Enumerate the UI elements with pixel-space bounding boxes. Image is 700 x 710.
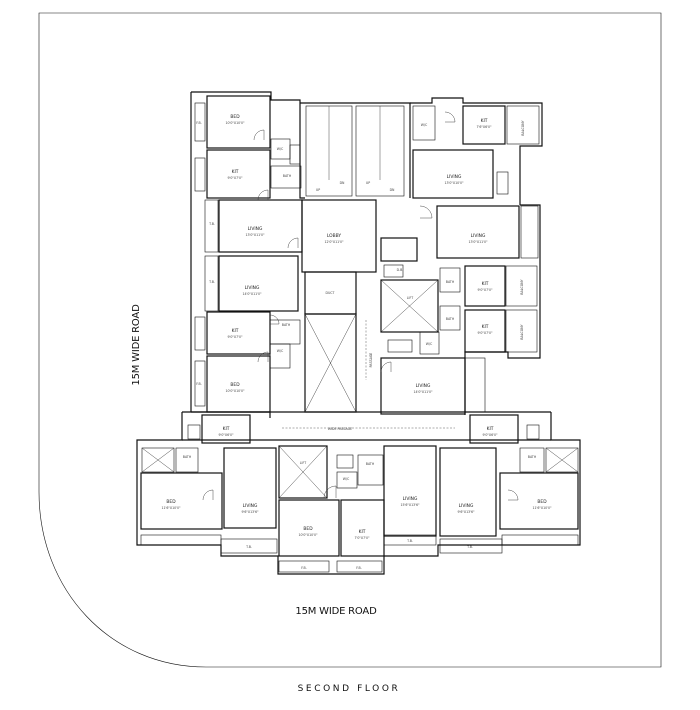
mark-fb-2: F.B.: [196, 382, 202, 386]
room-lift-2: LIFT: [300, 461, 306, 465]
room-living-e2-dim: 14'0"X11'0": [413, 390, 433, 394]
mark-up-1: UP: [316, 188, 320, 192]
mark-dn-1: DN: [340, 181, 345, 185]
room-living-w1-dim: 13'0"X11'0": [245, 233, 265, 237]
room-lobby-dim: 12'0"X11'0": [324, 240, 344, 244]
room-bed-sw: BED: [166, 499, 176, 505]
room-balcony-ne: BALCONY: [521, 120, 525, 135]
room-kit-nw: KIT: [232, 169, 239, 175]
room-kit-ne: KIT: [481, 118, 488, 124]
room-bath-sc: BATH: [366, 462, 375, 466]
mark-dn-2: DN: [390, 188, 395, 192]
room-kit-w2-dim: 9'0"X7'0": [228, 335, 244, 339]
room-bed-w2-dim: 10'0"X10'0": [225, 389, 245, 393]
room-wc-nw: W/C: [277, 147, 284, 151]
room-living-w2-dim: 14'0"X11'0": [242, 292, 262, 296]
room-bed-w2: BED: [230, 382, 240, 388]
road-label-bottom: 15M WIDE ROAD: [295, 606, 377, 617]
east-wings: [380, 105, 540, 415]
mark-tb-3: T.B.: [245, 545, 252, 549]
room-bed-sw-dim: 11'6"X10'0": [161, 506, 181, 510]
room-kit-se: KIT: [487, 426, 494, 432]
room-passage: WIDE PASSAGE: [328, 427, 352, 431]
room-kit-sw-dim: 9'0"X6'0": [219, 433, 235, 437]
room-bed-nw-dim: 10'0"X10'0": [225, 121, 245, 125]
room-kit-ne-dim: 7'6"X6'0": [477, 125, 493, 129]
mark-up-2: UP: [366, 181, 370, 185]
room-bath-e2: BATH: [446, 317, 455, 321]
room-wc-e: W/C: [426, 342, 433, 346]
room-bed-se: BED: [537, 499, 547, 505]
staircases: [305, 105, 405, 197]
south-block: [140, 414, 579, 573]
mark-fb-3: F.B.: [301, 566, 307, 570]
room-labels: BED 10'0"X10'0" KIT 9'0"X7'0" W/C BATH L…: [161, 114, 552, 570]
mark-tb-4: T.B.: [406, 539, 413, 543]
room-duct: DUCT: [326, 291, 335, 295]
room-passage-v: PASSAGE: [369, 353, 373, 368]
room-bath-sw: BATH: [183, 455, 192, 459]
mark-fb-1: F.B.: [196, 121, 202, 125]
room-kit-sc-dim: 7'0"X7'0": [355, 536, 371, 540]
room-living-e1: LIVING: [471, 233, 486, 239]
nw-wing: [194, 95, 303, 413]
room-lobby: LOBBY: [327, 233, 342, 239]
room-wc-w2: W/C: [277, 349, 284, 353]
room-kit-e2-dim: 9'0"X7'0": [478, 331, 494, 335]
lobby-core: [301, 199, 439, 413]
room-bath-w2: BATH: [282, 323, 291, 327]
room-lift-1: LIFT: [407, 296, 413, 300]
room-living-se: LIVING: [459, 503, 474, 509]
room-living-sc-dim: 15'6"X13'6": [400, 503, 420, 507]
room-bath-nw: BATH: [283, 174, 292, 178]
mark-db-1: D.B.: [397, 268, 404, 272]
room-bed-sc: BED: [303, 526, 313, 532]
room-bath-se: BATH: [528, 455, 537, 459]
mark-fb-4: F.B.: [356, 566, 362, 570]
mark-tb-1: T.B.: [208, 222, 215, 226]
building-outline: [136, 91, 581, 575]
room-living-sw: LIVING: [243, 503, 258, 509]
room-kit-e1-dim: 9'0"X7'0": [478, 288, 494, 292]
mark-tb-2: T.B.: [208, 280, 215, 284]
room-kit-se-dim: 9'0"X6'0": [483, 433, 499, 437]
mark-tb-5: T.B.: [466, 545, 473, 549]
room-wc-ne: W/C: [421, 123, 428, 127]
room-bed-sc-dim: 10'0"X10'0": [298, 533, 318, 537]
room-balcony-e1: BALCONY: [520, 279, 524, 294]
room-living-e2: LIVING: [416, 383, 431, 389]
room-kit-e2: KIT: [482, 324, 489, 330]
site-boundary: [38, 12, 662, 668]
room-living-se-dim: 9'6"X13'6": [457, 510, 475, 514]
room-kit-e1: KIT: [482, 281, 489, 287]
room-living-ne: LIVING: [447, 174, 462, 180]
room-living-w1: LIVING: [248, 226, 263, 232]
room-kit-sw: KIT: [223, 426, 230, 432]
floor-title: SECOND FLOOR: [298, 684, 401, 694]
room-balcony-e2: BALCONY: [520, 324, 524, 339]
room-bed-nw: BED: [230, 114, 240, 120]
room-bath-e1: BATH: [446, 280, 455, 284]
room-bed-se-dim: 11'6"X10'0": [532, 506, 552, 510]
room-kit-nw-dim: 9'0"X7'0": [228, 176, 244, 180]
room-wc-sc: W/C: [343, 477, 350, 481]
room-living-e1-dim: 13'0"X11'0": [468, 240, 488, 244]
room-living-w2: LIVING: [245, 285, 260, 291]
room-living-sw-dim: 9'6"X13'6": [241, 510, 259, 514]
road-label-left: 15M WIDE ROAD: [131, 304, 142, 386]
room-living-sc: LIVING: [403, 496, 418, 502]
room-kit-w2: KIT: [232, 328, 239, 334]
room-living-ne-dim: 13'0"X10'0": [444, 181, 464, 185]
room-kit-sc: KIT: [359, 529, 366, 535]
